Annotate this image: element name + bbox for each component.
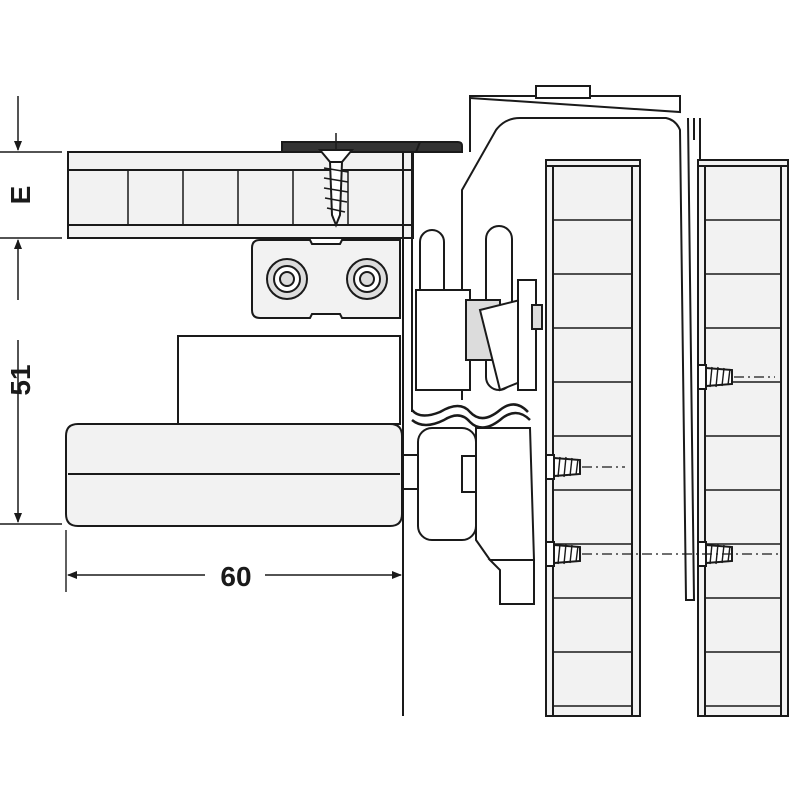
roller-assembly [417,427,536,605]
drawer-side-1 [545,159,641,717]
dimension-51-label: 51 [5,364,36,395]
runner-mechanism [415,225,543,392]
rail-housing [177,335,401,425]
cover-plate [281,141,463,153]
dimension-60-label: 60 [220,561,251,592]
drawer-side-2 [697,159,789,717]
center-lines [582,376,780,555]
mounting-bracket [251,239,401,319]
damper-cylinder [65,423,437,527]
screw-icon [317,133,355,228]
tabletop-panel [67,151,414,239]
side-profile [402,141,531,716]
dimension-e-label: E [5,186,36,205]
dimension-lines [0,151,404,592]
